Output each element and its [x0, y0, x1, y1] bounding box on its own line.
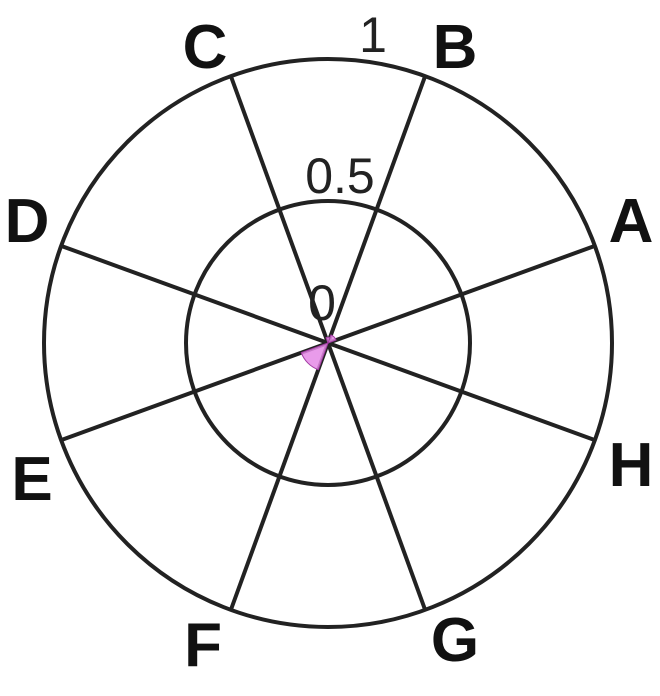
category-label-G: G [431, 606, 479, 675]
category-label-E: E [11, 445, 52, 514]
slice-B [327, 334, 337, 344]
radial-tick-labels: 10.50 [305, 7, 387, 331]
tick-label-0-5: 0.5 [305, 148, 375, 204]
category-label-F: F [184, 611, 222, 680]
category-label-B: B [433, 13, 478, 82]
tick-label-1: 1 [359, 7, 387, 63]
tick-label-0: 0 [308, 275, 336, 331]
category-label-A: A [609, 187, 654, 256]
data-slices [300, 334, 337, 371]
category-label-D: D [5, 187, 50, 256]
grid-circle-1 [42, 57, 614, 629]
category-label-C: C [183, 13, 228, 82]
slice-C [325, 336, 331, 345]
category-labels: A B C D E F G H [5, 13, 654, 680]
grid-circle-0-5 [184, 199, 472, 487]
category-label-H: H [609, 431, 654, 500]
slice-F [300, 342, 329, 371]
